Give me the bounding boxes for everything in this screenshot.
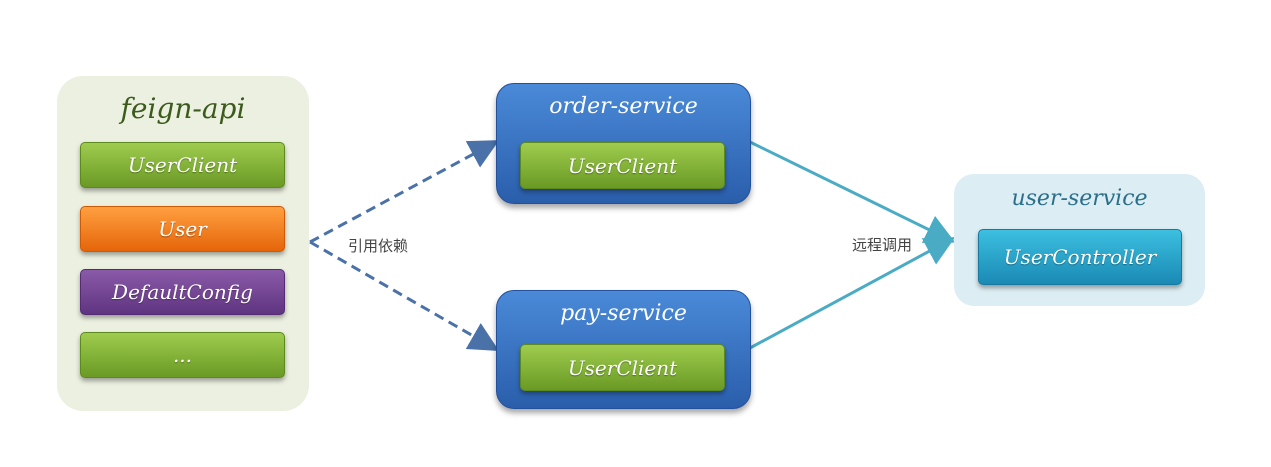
- pay-service-group: pay-service UserClient: [496, 290, 751, 409]
- remote-call-line-pay: [749, 237, 956, 350]
- pay-service-title: pay-service: [560, 301, 687, 326]
- usercontroller-box[interactable]: UserController: [978, 229, 1182, 285]
- dependency-arrow-order: [309, 140, 500, 244]
- userclient-box[interactable]: UserClient: [80, 142, 285, 188]
- feign-api-group: feign-api UserClient User DefaultConfig …: [57, 76, 309, 411]
- dependency-arrow-pay: [309, 240, 500, 351]
- order-service-group: order-service UserClient: [496, 83, 751, 204]
- defaultconfig-box[interactable]: DefaultConfig: [80, 269, 285, 315]
- user-service-title: user-service: [1011, 186, 1148, 211]
- ellipsis-box[interactable]: ...: [80, 332, 285, 378]
- user-box[interactable]: User: [80, 206, 285, 252]
- order-service-title: order-service: [549, 94, 698, 119]
- feign-api-title: feign-api: [120, 92, 246, 125]
- remote-call-line-order: [749, 140, 956, 243]
- order-userclient-box[interactable]: UserClient: [520, 142, 725, 189]
- remote-call-label: 远程调用: [852, 236, 913, 254]
- dependency-label: 引用依赖: [348, 237, 409, 255]
- pay-userclient-box[interactable]: UserClient: [520, 344, 725, 391]
- user-service-group: user-service UserController: [954, 174, 1205, 306]
